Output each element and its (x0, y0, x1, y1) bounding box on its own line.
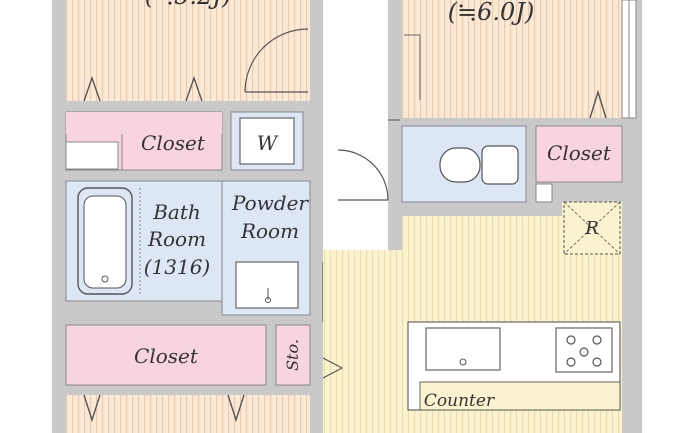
door-swing (337, 149, 389, 201)
window-mark (589, 89, 607, 119)
room-top-left (66, 0, 310, 101)
toilet (439, 147, 481, 183)
hallway (323, 0, 388, 250)
closet-lower-left-label: Closet (134, 344, 199, 368)
bath-label-2: Room (147, 227, 206, 251)
counter-label: Counter (424, 391, 495, 411)
room-top-right (402, 0, 622, 118)
closet-upper-left-label: Closet (141, 131, 206, 155)
window-mark (83, 75, 101, 102)
room-bottom-left (66, 395, 310, 433)
washer-mark: W (257, 131, 279, 155)
door-swing (244, 28, 309, 93)
storage-label: Sto. (283, 339, 302, 371)
closet-right (535, 125, 623, 183)
bath-label-1: Bath (152, 200, 201, 224)
closet-right-label: Closet (547, 141, 612, 165)
window-mark (83, 394, 101, 423)
window-mark (227, 394, 245, 423)
closet-lower-left (65, 324, 267, 386)
kitchen-sink (425, 327, 501, 371)
window-mark (185, 75, 203, 102)
vanity-sink (235, 261, 299, 309)
storage (275, 324, 311, 386)
room-top-left-size: (≒5.2J) (145, 0, 232, 10)
room-top-right-size: (≒6.0J) (448, 0, 535, 26)
fridge-mark: R (584, 218, 599, 239)
powder-label-1: Powder (231, 191, 309, 215)
powder-label-2: Room (240, 219, 299, 243)
bath-label-3: (1316) (144, 255, 211, 279)
cooktop (555, 327, 613, 373)
